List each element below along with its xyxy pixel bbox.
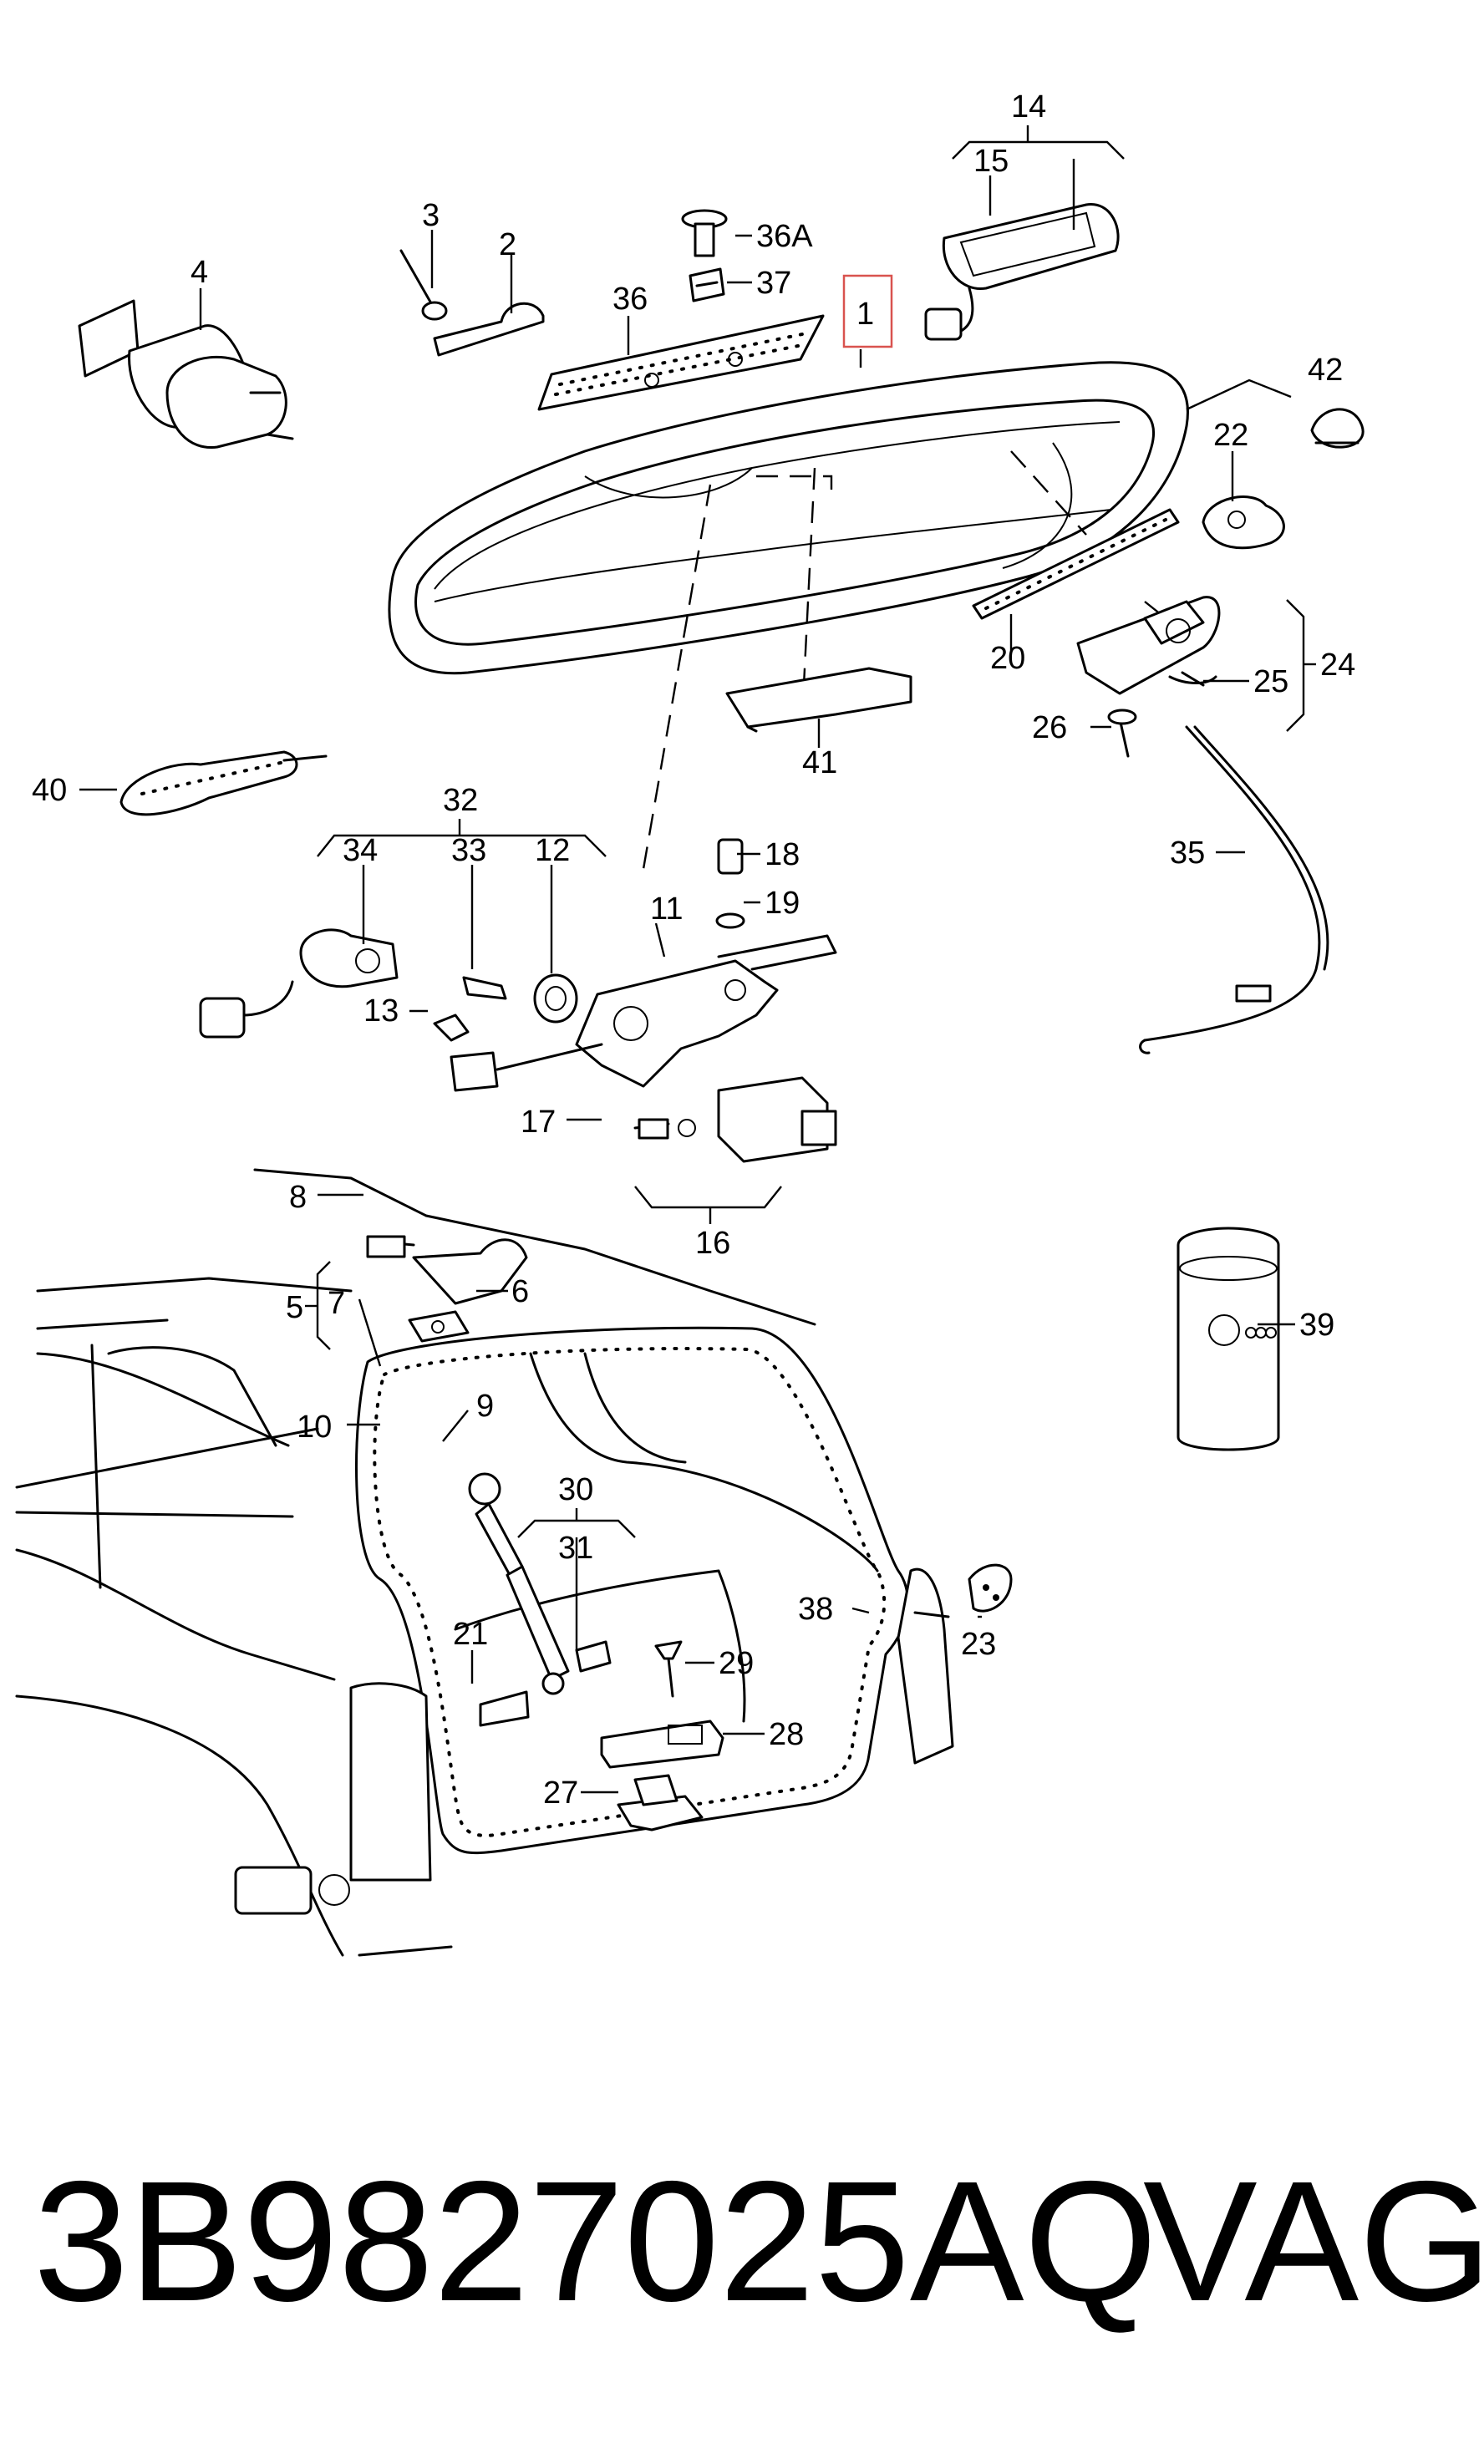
- callout-7: 7: [328, 1286, 345, 1321]
- callout-32: 32: [443, 783, 478, 818]
- callout-42: 42: [1308, 353, 1343, 388]
- callout-28: 28: [769, 1717, 804, 1752]
- callout-5: 5: [286, 1290, 303, 1325]
- callout-11: 11: [650, 892, 683, 927]
- callout-16: 16: [695, 1226, 730, 1261]
- sealing-pad: [537, 314, 825, 411]
- actuator: [633, 1076, 837, 1163]
- callout-33: 33: [451, 833, 486, 868]
- callout-36: 36: [612, 282, 648, 317]
- callout-23: 23: [961, 1627, 996, 1662]
- damper: [78, 299, 294, 450]
- callout-38: 38: [798, 1592, 833, 1627]
- brand-label: VAG: [1143, 2146, 1484, 2337]
- grommet: [1310, 408, 1365, 449]
- hinge-bracket: [725, 667, 912, 733]
- callout-22: 22: [1213, 418, 1248, 453]
- callout-3: 3: [422, 198, 440, 233]
- callout-36A: 36A: [756, 219, 813, 254]
- highlight-box: [842, 274, 893, 348]
- callout-37: 37: [756, 266, 791, 301]
- callout-31: 31: [558, 1531, 593, 1566]
- callout-12: 12: [535, 833, 570, 868]
- callout-21: 21: [453, 1617, 488, 1652]
- callout-18: 18: [765, 837, 800, 872]
- callout-29: 29: [719, 1646, 754, 1681]
- callout-19: 19: [765, 886, 800, 921]
- callout-40: 40: [32, 773, 67, 808]
- bracket-pin: [399, 249, 545, 357]
- switch: [1202, 495, 1285, 550]
- part-number: 3B9827025AQ: [33, 2146, 1158, 2337]
- leader-lines: [79, 159, 1295, 1794]
- callout-35: 35: [1170, 836, 1205, 871]
- callout-13: 13: [363, 993, 399, 1029]
- callout-14: 14: [1011, 89, 1046, 124]
- callout-8: 8: [289, 1180, 307, 1215]
- callout-24: 24: [1320, 648, 1355, 683]
- spray-can: [1177, 1227, 1280, 1451]
- callout-4: 4: [191, 255, 208, 290]
- wiring-loom: [119, 750, 328, 816]
- group-brackets: [305, 125, 1316, 1538]
- callout-labels: 1 2 3 4 5 6 7 8 9 10 11 12 13 14 15 16 1…: [32, 89, 1355, 1811]
- callout-26: 26: [1032, 710, 1067, 745]
- callout-9: 9: [476, 1389, 494, 1424]
- callout-41: 41: [802, 745, 837, 780]
- callout-17: 17: [521, 1105, 556, 1140]
- gas-strut: [468, 1472, 570, 1727]
- latch-housing: [450, 838, 837, 1092]
- seal-strip: [972, 508, 1180, 620]
- callout-34: 34: [343, 833, 378, 868]
- tailgate-panel: [388, 361, 1189, 675]
- callout-20: 20: [990, 641, 1025, 676]
- rubber-buffer: [968, 1563, 1013, 1613]
- callout-27: 27: [543, 1776, 578, 1811]
- callout-10: 10: [297, 1410, 332, 1445]
- lock: [1076, 596, 1221, 695]
- callout-30: 30: [558, 1472, 593, 1507]
- lamp-unit: [924, 203, 1120, 341]
- callout-2: 2: [499, 227, 516, 262]
- callout-1: 1: [856, 297, 874, 332]
- latch-parts: [575, 1640, 724, 1831]
- callout-15: 15: [973, 144, 1009, 179]
- callout-39: 39: [1299, 1308, 1334, 1343]
- cable: [1107, 675, 1329, 1054]
- callout-25: 25: [1253, 664, 1288, 699]
- lock-cylinder: [199, 928, 578, 1042]
- callout-6: 6: [511, 1274, 529, 1309]
- clip-screw: [681, 209, 728, 302]
